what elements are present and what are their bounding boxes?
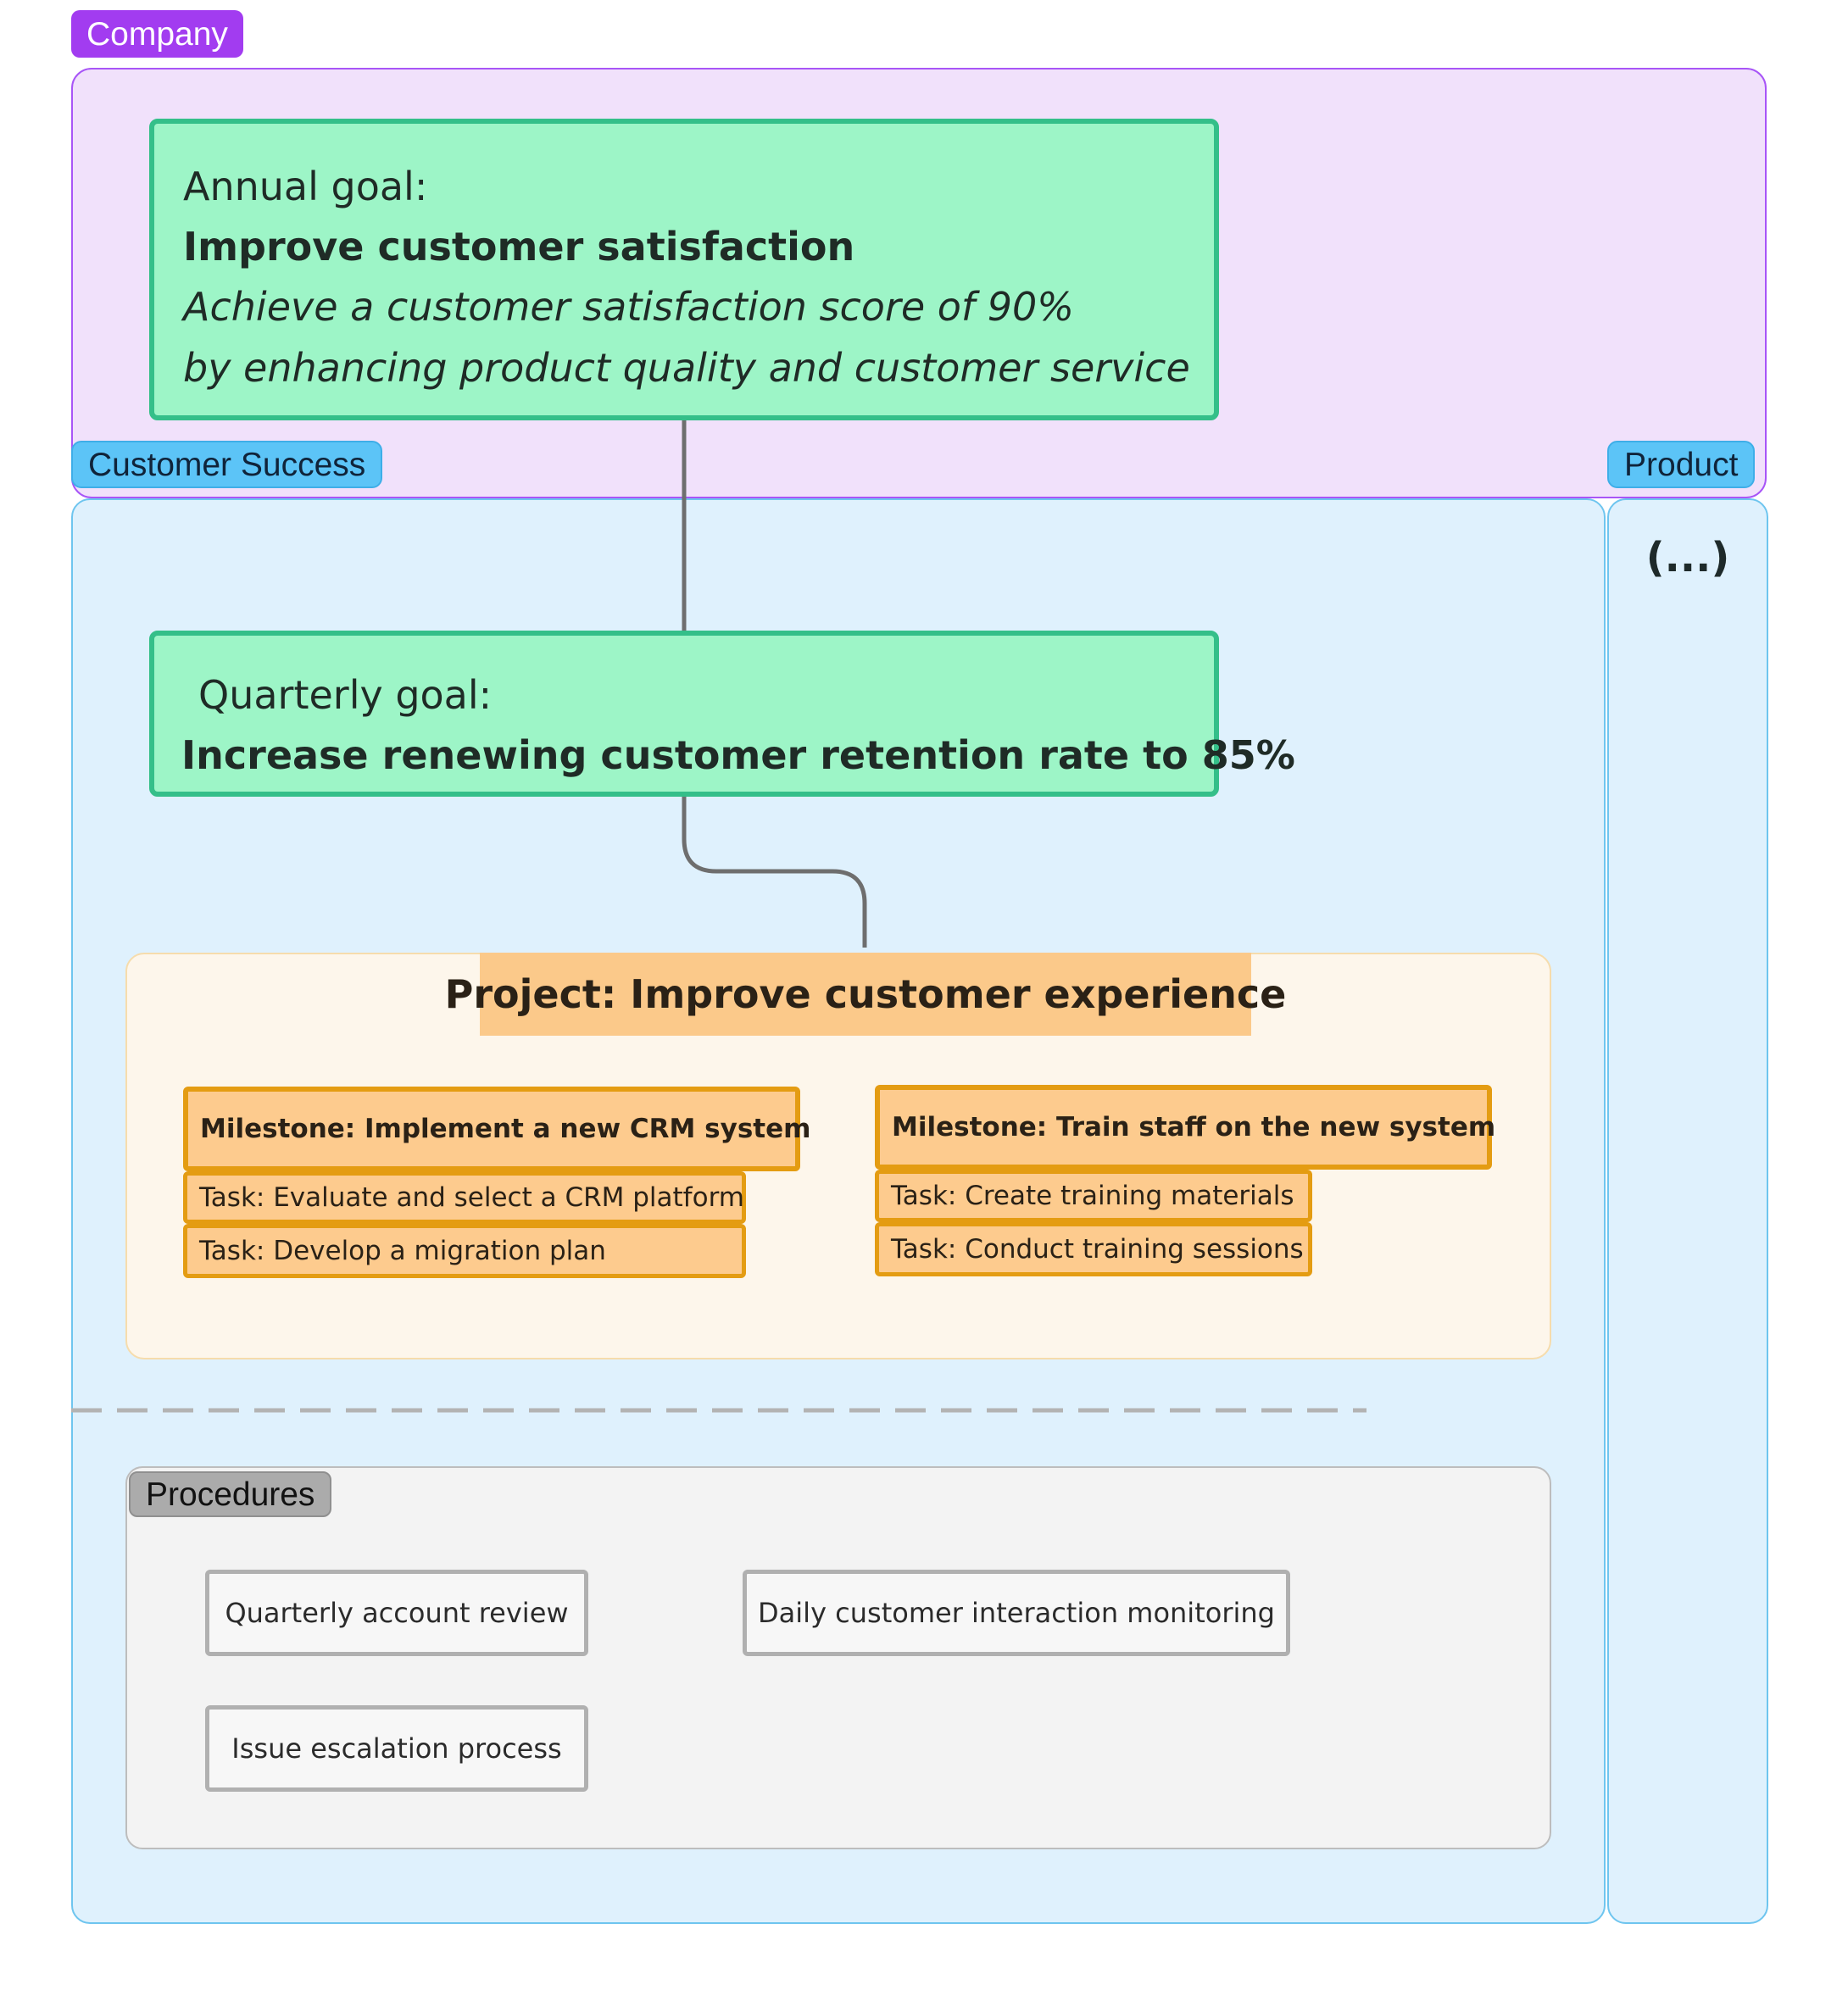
task-evaluate-crm[interactable]: Task: Evaluate and select a CRM platform [183,1171,746,1224]
procedures-label[interactable]: Procedures [129,1471,332,1517]
annual-goal-description-line1: Achieve a customer satisfaction score of… [183,284,1074,330]
procedure-daily-monitoring[interactable]: Daily customer interaction monitoring [743,1570,1290,1656]
project-title: Project: Improve customer experience [444,971,1287,1017]
annual-goal-label: Annual goal: [183,164,428,209]
annual-goal-description-line2: by enhancing product quality and custome… [183,345,1190,391]
procedure-quarterly-account-review[interactable]: Quarterly account review [205,1570,588,1656]
product-frame [1607,498,1768,1924]
quarterly-goal-label: Quarterly goal: [198,672,493,718]
task-training-sessions[interactable]: Task: Conduct training sessions [875,1222,1312,1276]
procedures-container [125,1466,1551,1849]
quarterly-goal-card[interactable]: Quarterly goal: Increase renewing custom… [149,631,1295,797]
task-training-materials[interactable]: Task: Create training materials [875,1170,1312,1222]
product-placeholder: (...) [1645,534,1730,581]
annual-goal-card[interactable]: Annual goal: Improve customer satisfacti… [149,119,1219,420]
customer-success-label[interactable]: Customer Success [71,441,383,488]
task-migration-plan[interactable]: Task: Develop a migration plan [183,1224,746,1278]
project-title-box[interactable]: Project: Improve customer experience [445,953,1286,1036]
procedure-issue-escalation[interactable]: Issue escalation process [205,1705,588,1792]
quarterly-goal-title: Increase renewing customer retention rat… [181,732,1295,778]
milestone-train-staff[interactable]: Milestone: Train staff on the new system [875,1085,1495,1170]
milestone-crm[interactable]: Milestone: Implement a new CRM system [183,1087,810,1171]
company-label[interactable]: Company [71,10,243,58]
product-label[interactable]: Product [1607,441,1756,488]
quarterly-to-project-connector [682,797,867,948]
annual-goal-title: Improve customer satisfaction [183,224,855,270]
